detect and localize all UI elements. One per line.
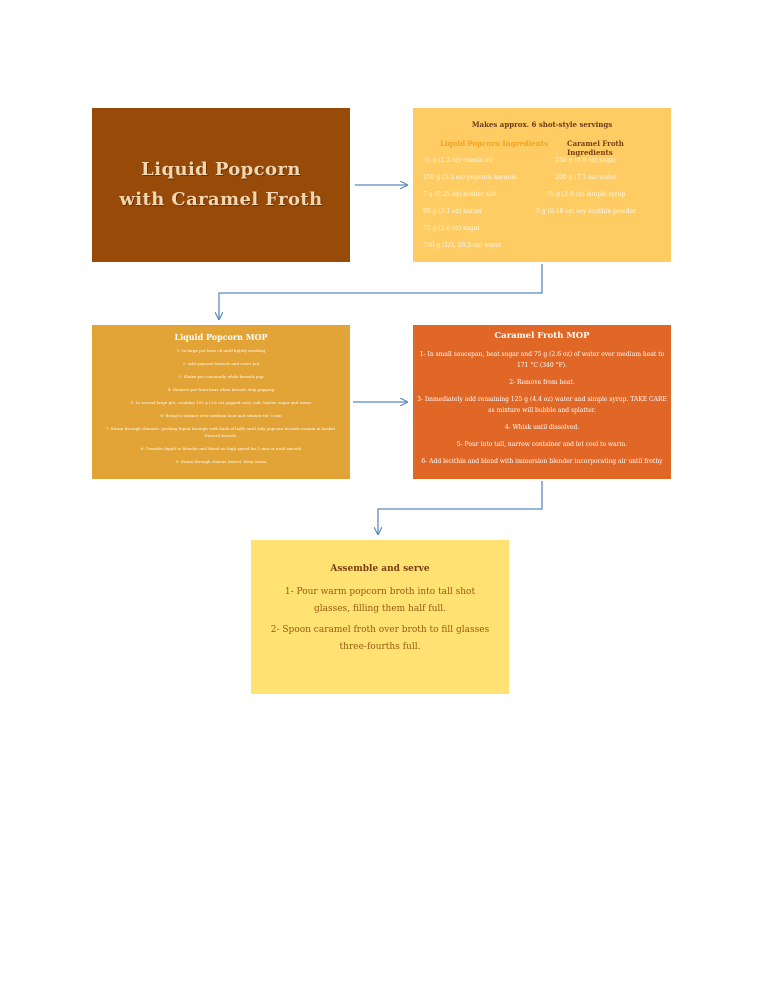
popcorn-ingredients-heading: Liquid Popcorn Ingredients — [440, 139, 549, 148]
list-item: 2- Remove from heat. — [509, 379, 575, 386]
title-box: Liquid Popcorn with Caramel Froth — [92, 108, 350, 262]
arrow-ingredients-to-popcorn-mop — [219, 264, 543, 319]
list-item: 6- Bring to simmer over medium heat and … — [160, 413, 282, 418]
popcorn-mop-steps: 1- In large pot heat oil until lightly s… — [92, 348, 350, 465]
list-item: 7- Strain through chinoise, pushing liqu… — [105, 426, 337, 438]
popcorn-mop-box: Liquid Popcorn MOP 1- In large pot heat … — [92, 325, 350, 479]
list-item: 75 g (2.6 oz) sugar — [423, 225, 481, 232]
popcorn-mop-heading: Liquid Popcorn MOP — [174, 332, 268, 342]
list-item: 1- In small saucepan, heat sugar and 75 … — [419, 351, 665, 369]
list-item: 1- In large pot heat oil until lightly s… — [176, 348, 266, 353]
caramel-mop-box: Caramel Froth MOP 1- In small saucepan, … — [413, 325, 671, 479]
list-item: 4- Remove pot from heat when kernels sto… — [167, 387, 275, 392]
list-item: 8- Transfer liquid to blender and blend … — [140, 445, 302, 451]
list-item: 5- Pour into tall, narrow container and … — [456, 441, 628, 448]
list-item: 2- Spoon caramel froth over broth to fil… — [270, 625, 490, 652]
list-item: 3- Immediately add remaining 125 g (4.4 … — [417, 396, 667, 414]
assemble-heading: Assemble and serve — [330, 564, 430, 574]
arrow-caramel-mop-to-assemble — [378, 481, 543, 534]
list-item: 2- Add popcorn kernels and cover pot — [182, 361, 260, 366]
list-item: 5 g (0.18 oz) soy lecithin powder — [536, 208, 636, 215]
ingredients-box: Makes approx. 6 shot-style servings Liqu… — [413, 108, 671, 262]
list-item: 200 g (7.1 oz) water — [555, 174, 617, 181]
list-item: 75 g (2.6 oz) simple syrup — [546, 191, 626, 198]
caramel-mop-heading: Caramel Froth MOP — [494, 331, 590, 341]
list-item: 9- Strain through chinois (sieve). Keep … — [175, 458, 267, 464]
list-item: 1- Pour warm popcorn broth into tall sho… — [284, 587, 476, 614]
list-item: 250 g (8.8 oz) sugar — [555, 157, 617, 164]
list-item: 35 g (1.2 oz) canola oil — [423, 157, 493, 164]
assemble-steps: 1- Pour warm popcorn broth into tall sho… — [251, 584, 509, 656]
list-item: 4- Whisk until dissolved. — [504, 424, 580, 431]
assemble-box: Assemble and serve 1- Pour warm popcorn … — [251, 540, 509, 694]
caramel-mop-steps: 1- In small saucepan, heat sugar and 75 … — [413, 349, 671, 467]
recipe-title: Liquid Popcorn with Caramel Froth — [119, 159, 323, 210]
list-item: 3- Shake pot constantly while kernels po… — [178, 374, 264, 379]
list-item: 750 g (1/3, 26.5 oz) water — [423, 242, 502, 249]
list-item: 5- In second large pot, combine 105 g (3… — [130, 400, 312, 405]
list-item: 6- Add lecithin and blend with immersion… — [421, 458, 663, 465]
list-item: 150 g (5.3 oz) popcorn kernels — [423, 174, 517, 181]
list-item: 80 g (3.1 oz) butter — [423, 208, 483, 215]
servings-note: Makes approx. 6 shot-style servings — [471, 120, 613, 129]
list-item: 7 g (0.25 oz) kosher salt — [423, 191, 497, 198]
caramel-ingredients-list: 250 g (8.8 oz) sugar 200 g (7.1 oz) wate… — [521, 156, 651, 224]
popcorn-ingredients-list: 35 g (1.2 oz) canola oil 150 g (5.3 oz) … — [423, 156, 516, 258]
caramel-ingredients-heading: Caramel Froth Ingredients — [567, 139, 624, 157]
